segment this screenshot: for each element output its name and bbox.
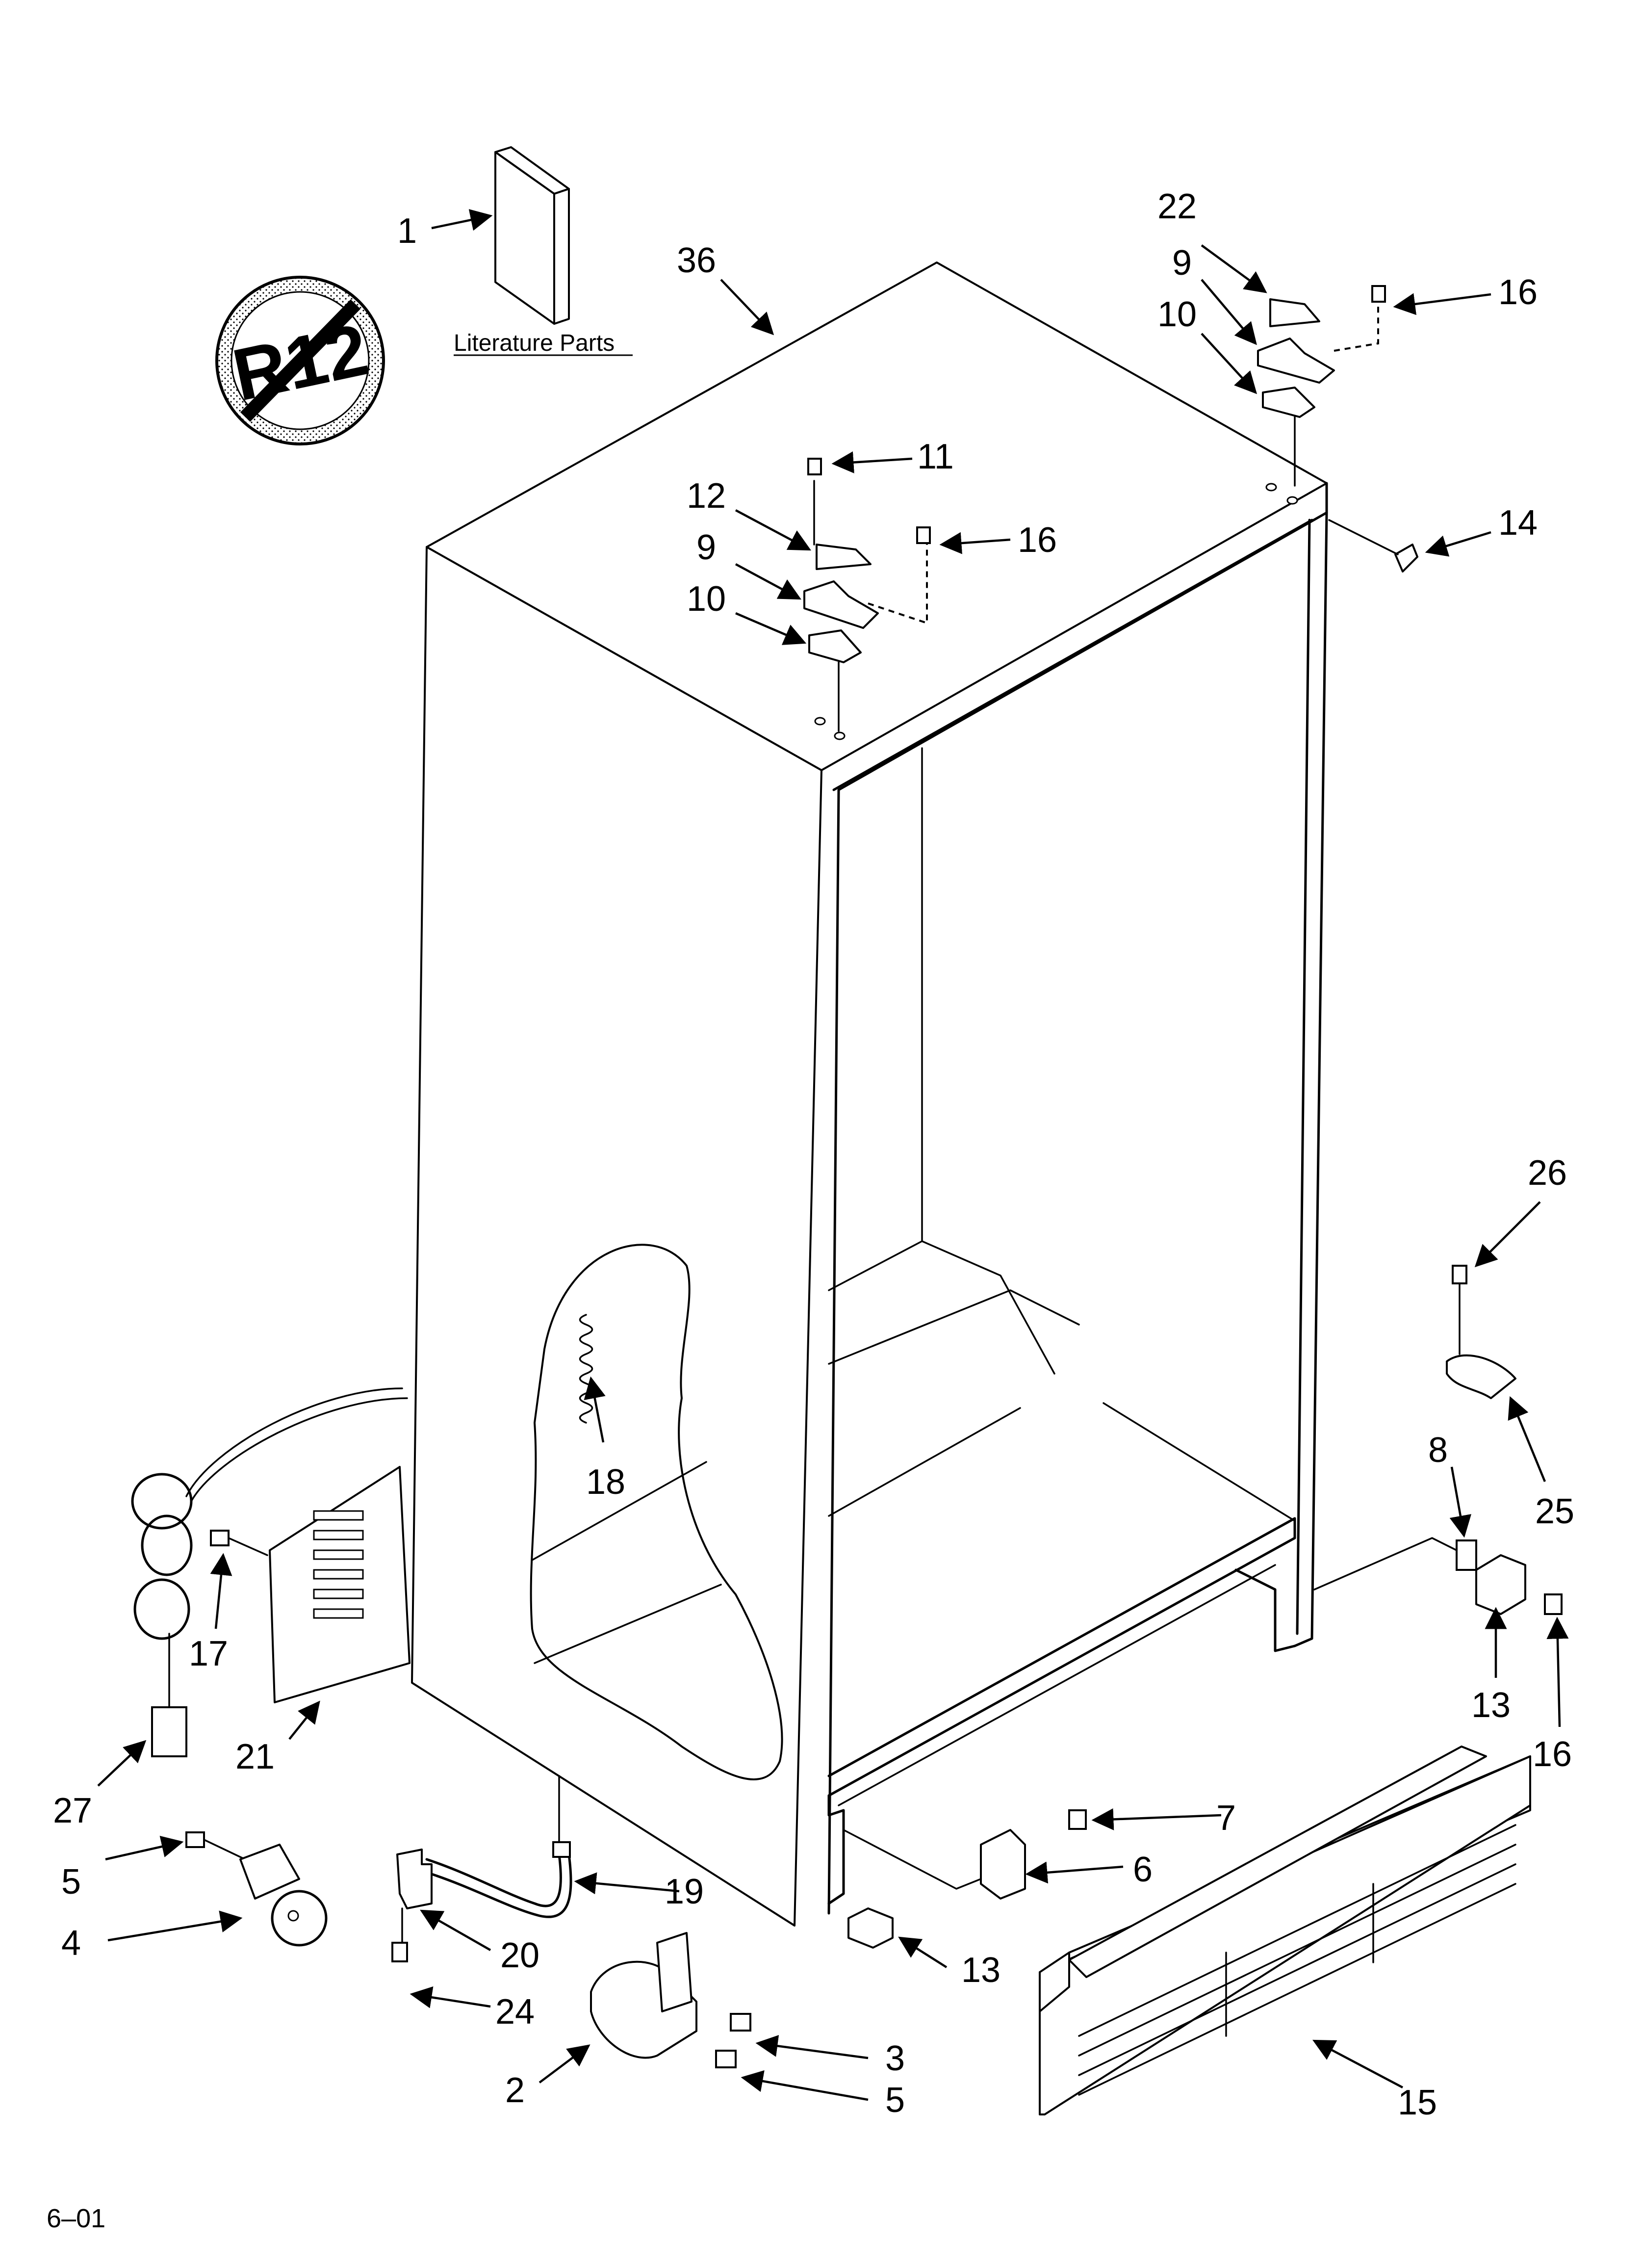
callout-3: 3	[885, 2039, 905, 2078]
callout-24: 24	[495, 1992, 535, 2032]
callout-25: 25	[1535, 1492, 1574, 1531]
callout-16-top: 16	[1498, 273, 1538, 312]
leader-arrows	[97, 209, 1569, 2101]
footer-code: 6–01	[47, 2204, 105, 2233]
literature-parts-booklet: Literature Parts	[454, 146, 633, 356]
callout-5-left: 5	[61, 1862, 81, 1902]
callout-2: 2	[505, 2071, 525, 2110]
callout-10-right: 10	[1157, 295, 1197, 334]
hinge-assembly-center	[803, 458, 931, 732]
callout-13-right: 13	[1471, 1686, 1511, 1725]
callout-16-center: 16	[1018, 521, 1057, 560]
callout-4: 4	[61, 1924, 81, 1963]
callout-labels: 1 36 22 9 10 16 11 12 9 10 16 14 26 18 2…	[53, 187, 1574, 2122]
callout-7: 7	[1216, 1799, 1236, 1838]
callout-9-center: 9	[696, 528, 716, 567]
callout-26: 26	[1528, 1153, 1567, 1193]
callout-18: 18	[586, 1462, 625, 1502]
callout-5-bottom: 5	[885, 2081, 905, 2120]
callout-27: 27	[53, 1791, 92, 1830]
callout-21: 21	[235, 1737, 275, 1776]
callout-17: 17	[189, 1634, 228, 1673]
callout-12: 12	[687, 476, 726, 516]
callout-20: 20	[500, 1936, 539, 1975]
refrigerator-cabinet	[411, 261, 1328, 1927]
callout-8: 8	[1428, 1431, 1448, 1470]
callout-1: 1	[397, 211, 417, 251]
callout-14: 14	[1498, 503, 1538, 543]
callout-13-bottom: 13	[961, 1951, 1001, 1990]
literature-parts-caption: Literature Parts	[454, 330, 615, 356]
callout-22: 22	[1157, 187, 1197, 226]
callout-11: 11	[917, 437, 954, 476]
no-r12-symbol: R12	[215, 276, 385, 445]
callout-16-bottom: 16	[1533, 1735, 1572, 1774]
callout-9-right: 9	[1172, 243, 1192, 283]
hinge-assembly-right	[1257, 285, 1386, 487]
callout-15: 15	[1398, 2083, 1437, 2122]
callout-36: 36	[677, 241, 716, 280]
panel-vents	[313, 1510, 364, 1619]
callout-19: 19	[665, 1872, 704, 1911]
small-parts	[131, 519, 1563, 2115]
grille-slots	[1078, 1824, 1516, 2096]
callout-6: 6	[1133, 1850, 1153, 1889]
callout-10-center: 10	[687, 579, 726, 619]
